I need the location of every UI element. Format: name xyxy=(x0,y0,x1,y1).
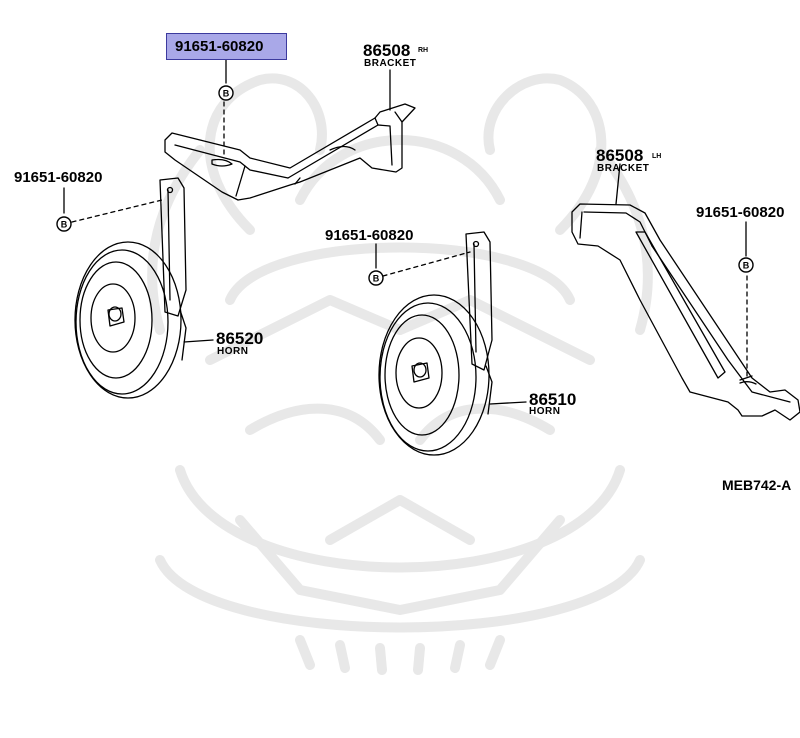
bolt-icon xyxy=(738,257,754,273)
horn-left-drawing xyxy=(74,177,187,399)
bracket-lh-name: BRACKET xyxy=(597,163,650,174)
bolt-icon xyxy=(218,85,234,101)
bracket-rh-number[interactable]: 86508 xyxy=(363,41,411,60)
bolt-axes xyxy=(71,101,748,381)
bolt-letter: B xyxy=(373,274,380,284)
bolt-icon xyxy=(368,270,384,286)
horn-center-drawing xyxy=(378,231,493,456)
bracket-rh-side: RH xyxy=(418,47,429,54)
bracket-lh-drawing xyxy=(571,203,800,421)
leader-lines xyxy=(63,59,747,405)
bolt-letter: B xyxy=(743,261,750,271)
bolt-right-label[interactable]: 91651-60820 xyxy=(696,204,785,221)
bracket-lh-number[interactable]: 86508 xyxy=(596,146,644,165)
bolt-icon xyxy=(56,216,72,232)
samurai-watermark xyxy=(147,73,653,675)
selected-part-highlight[interactable]: 91651-60820 xyxy=(166,33,287,60)
bracket-lh-side: LH xyxy=(652,153,662,160)
bolt-symbols: B B B B xyxy=(56,85,754,286)
horn-left-number[interactable]: 86520 xyxy=(216,329,264,348)
diagram-code: MEB742-A xyxy=(722,477,792,493)
bracket-rh-drawing xyxy=(164,103,416,201)
bolt-center-label[interactable]: 91651-60820 xyxy=(325,227,414,244)
bolt-left-label[interactable]: 91651-60820 xyxy=(14,169,103,186)
horn-left-name: HORN xyxy=(217,346,249,357)
horn-center-name: HORN xyxy=(529,406,561,417)
bracket-rh-name: BRACKET xyxy=(364,58,417,69)
horn-center-number[interactable]: 86510 xyxy=(529,390,577,409)
bolt-letter: B xyxy=(61,220,68,230)
bolt-letter: B xyxy=(223,89,230,99)
selected-part-number[interactable]: 91651-60820 xyxy=(175,38,264,55)
